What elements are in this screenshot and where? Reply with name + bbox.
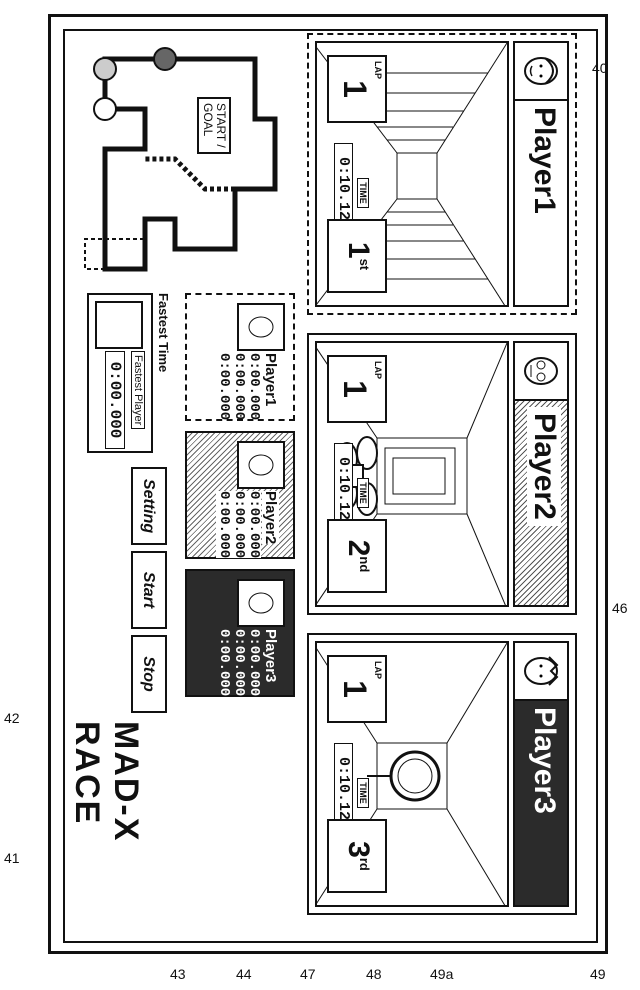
score-card-player3: Player3 0:00.0000:00.0000:00.000 [185, 569, 295, 697]
start-goal-label: START / GOAL [197, 97, 231, 154]
avatar-icon [237, 441, 285, 489]
shortcut-path [145, 159, 235, 189]
avatar-icon [237, 303, 285, 351]
ref-42: 42 [4, 710, 20, 726]
rank-badge: 1st [327, 219, 387, 293]
lap-counter: LAP1 [327, 55, 387, 123]
ref-46: 46 [612, 600, 628, 616]
setting-button[interactable]: Setting [131, 467, 167, 545]
player-name: Player3 [527, 707, 561, 814]
track-path [105, 59, 275, 269]
player-panel-1: Player1 LAP1 TIME0: [307, 33, 577, 315]
race-screen: Player1 LAP1 TIME0: [48, 14, 608, 954]
avatar-icon [515, 43, 567, 101]
camera-view: LAP1 TIME0:10.123 2nd [315, 341, 509, 607]
camera-view: LAP1 TIME0:10.123 1st [315, 41, 509, 307]
ref-49: 49 [590, 966, 606, 982]
player-name-bar: Player2 [513, 341, 569, 607]
avatar-icon [515, 643, 567, 701]
lap-counter: LAP1 [327, 655, 387, 723]
player-panel-3: Player3 LAP1 TIME0:10.123 [307, 633, 577, 915]
rank-badge: 3rd [327, 819, 387, 893]
avatar-icon [237, 579, 285, 627]
score-card-player2: Player2 0:00.0000:00.0000:00.000 [185, 431, 295, 559]
player-panel-2: Player2 [307, 333, 577, 615]
player-name: Player1 [527, 107, 561, 214]
drone-marker-icon [94, 58, 116, 80]
ref-49a: 49a [430, 966, 453, 982]
player-name-bar: Player3 [513, 641, 569, 907]
fastest-time-panel: Fastest Time Fastest Player 0:00.000 [81, 293, 171, 453]
course-map: START / GOAL [75, 39, 295, 289]
camera-view: LAP1 TIME0:10.123 3rd [315, 641, 509, 907]
ref-43: 43 [170, 966, 186, 982]
avatar-placeholder [95, 301, 143, 349]
ref-41: 41 [4, 850, 20, 866]
rotated-content: Player1 LAP1 TIME0: [65, 31, 585, 941]
avatar-icon [515, 343, 567, 401]
app-title: MAD-X RACE [67, 721, 145, 941]
rank-badge: 2nd [327, 519, 387, 593]
lap-counter: LAP1 [327, 355, 387, 423]
screen-inner-frame: Player1 LAP1 TIME0: [63, 29, 598, 943]
player-name-bar: Player1 [513, 41, 569, 307]
pit-area [85, 239, 145, 269]
drone-marker-icon [154, 48, 176, 70]
ref-44: 44 [236, 966, 252, 982]
player-name: Player2 [527, 407, 561, 526]
drone-marker-icon [94, 98, 116, 120]
ref-47: 47 [300, 966, 316, 982]
ref-48: 48 [366, 966, 382, 982]
stop-button[interactable]: Stop [131, 635, 167, 713]
start-button[interactable]: Start [131, 551, 167, 629]
score-card-player1: Player1 0:00.0000:00.0000:00.000 [185, 293, 295, 421]
